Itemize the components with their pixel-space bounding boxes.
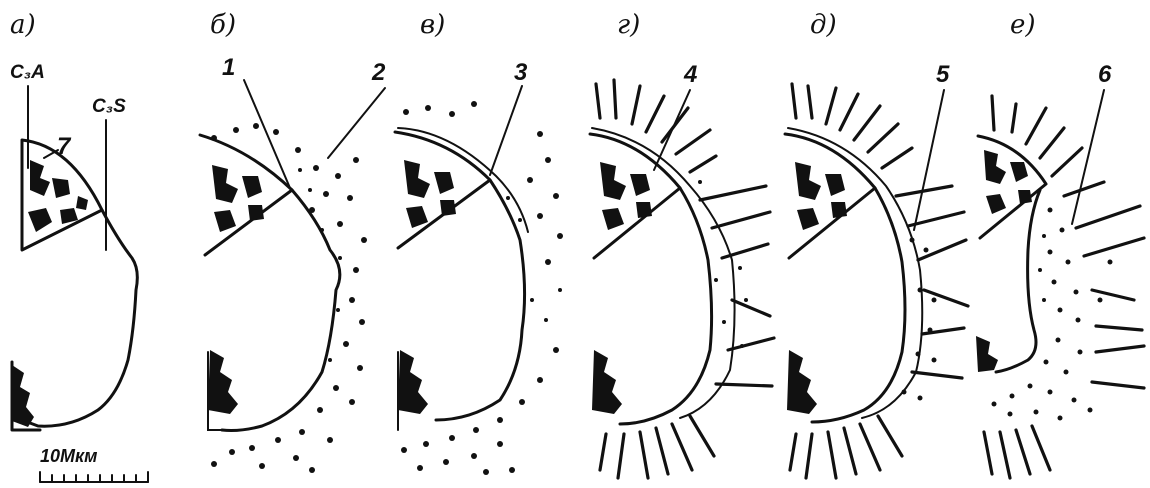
callout-6: 6 [1098,61,1112,88]
callout-3-line [490,86,522,175]
hydrate-dots [211,123,367,473]
callout-4: 4 [683,61,697,88]
panel-label-d: д) [810,10,837,40]
panel-b-drawing: 1 2 [200,54,386,473]
callout-1: 1 [222,54,235,81]
c3a-inclusion [404,160,456,228]
c3a-grain-bottom [787,350,817,414]
c3s-grain [222,190,340,431]
c3a-grain-top [785,134,875,258]
hydrate-needles [596,80,774,478]
c3a-grain-bottom [976,336,998,372]
c3a-grain-top [200,135,292,255]
c3a-grain-bottom [12,365,34,427]
c3a-inclusion [600,162,652,230]
c3s-grain [812,188,905,422]
c3a-grain-bottom [592,350,622,414]
panel-label-v: в) [420,10,445,40]
callout-5-line [914,90,944,230]
callout-3: 3 [514,59,528,86]
panel-a-drawing: C₃A C₃S 7 10Мкм [10,62,148,482]
panel-d-drawing: 5 [785,61,968,478]
panel-label-g: г) [617,10,640,40]
phase-label-c3s: C₃S [92,96,126,117]
c3a-grain-bottom [398,350,428,414]
panel-e-drawing: 6 [976,61,1144,478]
c3a-inclusion [212,165,264,232]
c3s-grain [436,180,525,420]
c3a-grain-bottom [208,350,238,414]
panel-label-a: а) [10,10,36,40]
callout-5: 5 [936,61,950,88]
c3s-grain [996,190,1040,372]
scale-bar-label: 10Мкм [40,446,97,466]
panel-v-drawing: 3 [395,59,563,475]
hydrate-needles [984,96,1144,478]
c3a-inclusion [795,162,847,230]
scale-bar [40,472,148,482]
panel-label-b: б) [210,10,236,40]
panel-label-e: е) [1010,10,1036,40]
hydrate-dots [401,101,563,475]
callout-2-line [328,88,385,158]
c3s-grain [620,188,712,424]
phase-label-c3a: C₃A [10,62,45,83]
hydrate-dots [992,208,1113,421]
panel-g-drawing: 4 [590,61,774,478]
callout-2: 2 [371,59,386,86]
c3a-grain-top [590,134,680,258]
callout-1-line [244,80,290,188]
callout-6-line [1072,90,1104,224]
